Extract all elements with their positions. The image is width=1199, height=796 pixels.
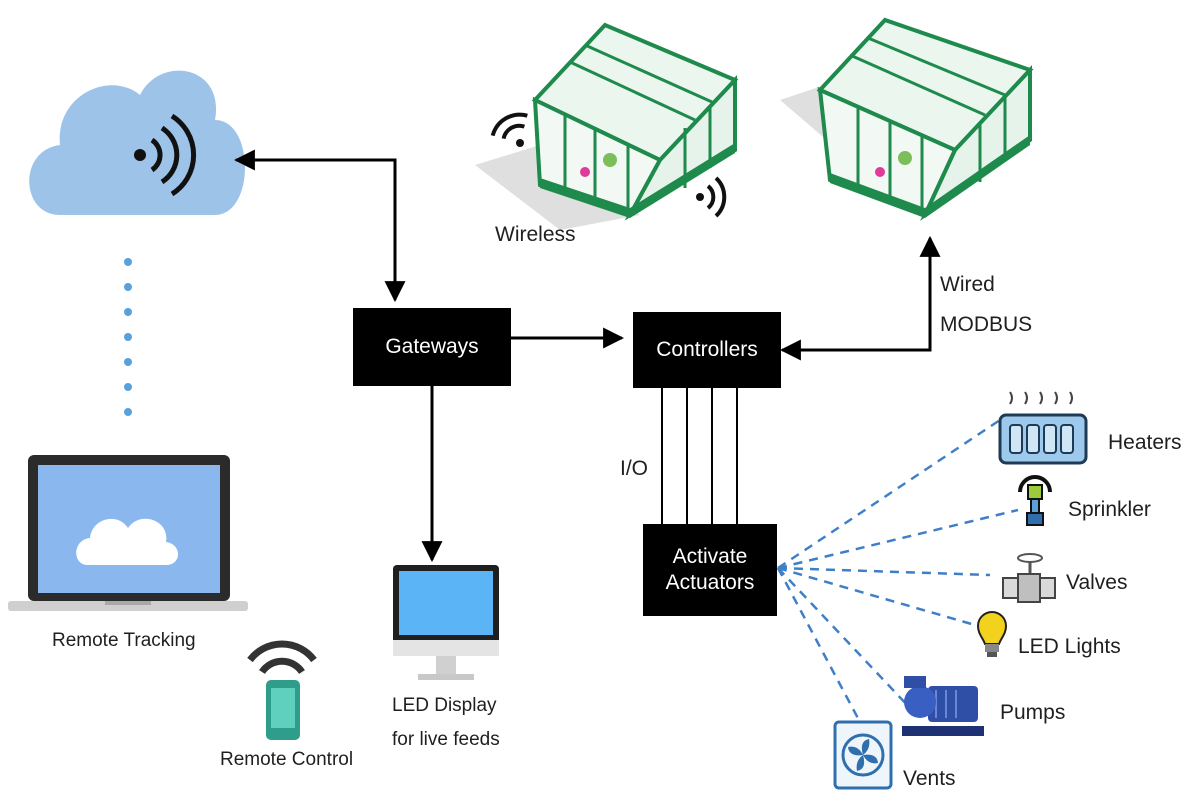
io-lines <box>661 388 738 525</box>
io-label: I/O <box>620 457 649 480</box>
actuator-label-pumps: Pumps <box>1000 701 1066 724</box>
fan-icon <box>833 720 893 790</box>
laptop-icon <box>8 455 248 611</box>
wired-label-line2: MODBUS <box>940 313 1033 336</box>
cloud-laptop-link <box>124 258 132 416</box>
led-display-label-line2: for live feeds <box>392 729 500 750</box>
heater-icon <box>998 391 1088 465</box>
actuator-label-heaters: Heaters <box>1108 431 1182 454</box>
gateways-label: Gateways <box>385 335 479 358</box>
wireless-label: Wireless <box>495 223 576 246</box>
wired-label-line1: Wired <box>940 273 995 296</box>
sprinkler-icon <box>1018 475 1052 526</box>
gateway-cloud-arrow <box>233 149 406 303</box>
greenhouse-icon <box>475 22 739 230</box>
actuators-box: Activate Actuators <box>643 524 777 616</box>
actuator-links <box>776 418 1019 723</box>
controllers-label: Controllers <box>656 338 758 361</box>
led-display-label-line1: LED Display <box>392 695 497 716</box>
smartphone-icon <box>247 640 317 740</box>
actuators-label-line2: Actuators <box>665 571 755 594</box>
actuator-label-vents: Vents <box>903 767 956 790</box>
monitor-icon <box>393 565 499 680</box>
controller-greenhouse-arrow <box>779 235 941 361</box>
wifi-icon <box>490 112 727 218</box>
actuators-label-line1: Activate <box>672 545 748 568</box>
bulb-icon <box>976 610 1008 657</box>
pump-icon <box>902 676 984 736</box>
actuator-label-valves: Valves <box>1066 571 1128 594</box>
valve-icon <box>1002 553 1056 603</box>
controllers-box: Controllers <box>633 312 781 388</box>
connectors <box>233 149 941 563</box>
actuator-label-sprinkler: Sprinkler <box>1068 498 1151 521</box>
remote-tracking-label: Remote Tracking <box>52 630 196 651</box>
gateways-box: Gateways <box>353 308 511 386</box>
greenhouse-icon <box>780 17 1034 222</box>
cloud-icon <box>29 70 246 215</box>
actuator-label-led-lights: LED Lights <box>1018 635 1121 658</box>
remote-control-label: Remote Control <box>220 749 354 770</box>
